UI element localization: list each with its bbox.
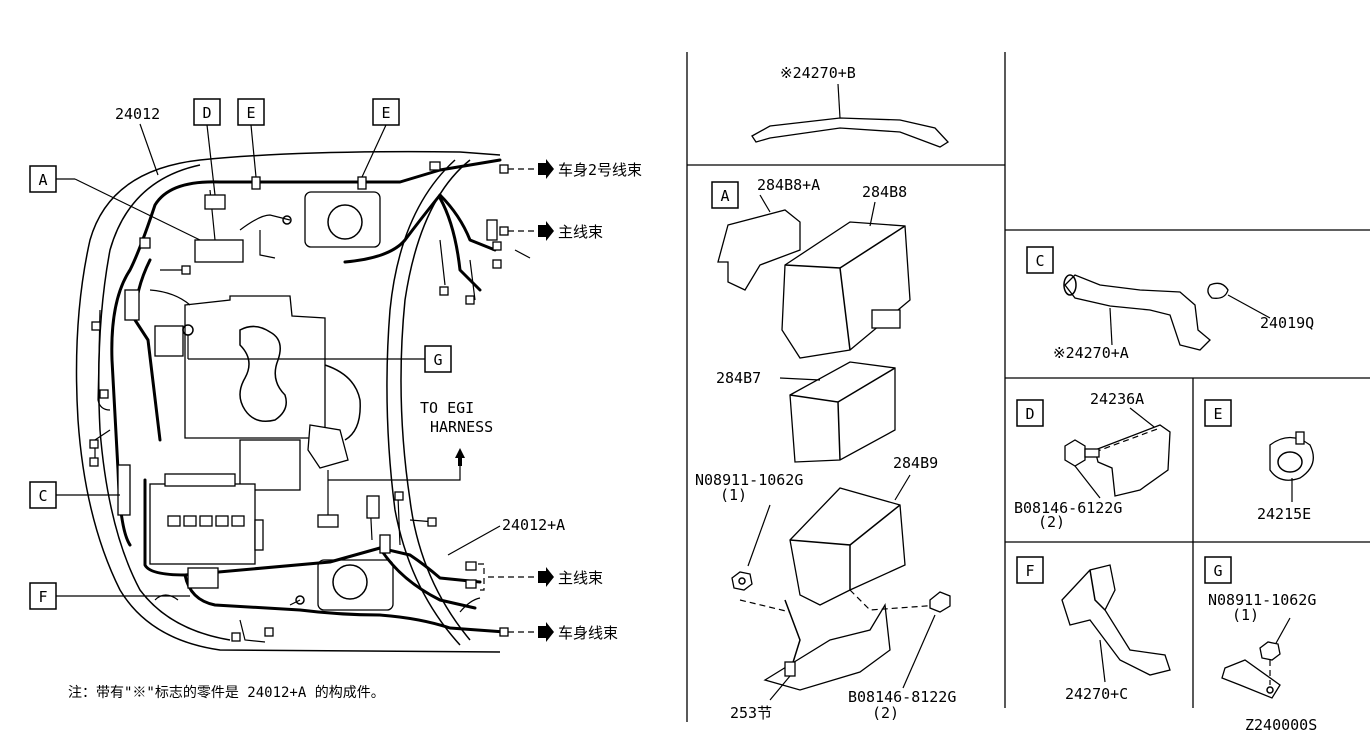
part-qty-nut-g: (1) bbox=[1232, 606, 1259, 624]
callout-c: C bbox=[29, 481, 120, 509]
part-label-24270-b: ※24270+B bbox=[780, 64, 856, 82]
svg-text:C: C bbox=[1035, 252, 1044, 270]
to-egi-harness-label: HARNESS bbox=[430, 418, 493, 436]
part-qty-bolt: (2) bbox=[872, 704, 899, 722]
part-label-bolt-08146-6122g: B08146-6122G bbox=[1014, 499, 1122, 517]
part-label-bolt-08146-8122g: B08146-8122G bbox=[848, 688, 956, 706]
callout-e-2: E bbox=[361, 98, 400, 178]
part-label-284b8-a: 284B8+A bbox=[757, 176, 820, 194]
part-qty-nut: (1) bbox=[720, 486, 747, 504]
connection-main-harness-top: 主线束 bbox=[499, 221, 603, 241]
arrow-right-icon bbox=[538, 159, 554, 179]
callout-f: F bbox=[29, 582, 190, 610]
connection-body-harness-2: 车身2号线束 bbox=[499, 159, 642, 179]
svg-text:A: A bbox=[38, 171, 47, 189]
svg-text:车身2号线束: 车身2号线束 bbox=[558, 161, 642, 179]
svg-text:D: D bbox=[202, 104, 211, 122]
part-qty-bolt-d: (2) bbox=[1038, 513, 1065, 531]
part-label-24019q: 24019Q bbox=[1260, 314, 1314, 332]
svg-text:车身线束: 车身线束 bbox=[558, 624, 618, 642]
panel-a-fusebox: A 284B8+A 284B8 284B7 284B9 N08911-1062G bbox=[695, 176, 956, 722]
svg-text:E: E bbox=[246, 104, 255, 122]
callout-d: D bbox=[193, 98, 221, 196]
arrow-right-icon bbox=[538, 567, 554, 587]
connector-stubs bbox=[89, 161, 502, 642]
svg-text:G: G bbox=[433, 351, 442, 369]
arrow-right-icon bbox=[538, 221, 554, 241]
part-label-284b8: 284B8 bbox=[862, 183, 907, 201]
panel-e-clip: E 24215E bbox=[1204, 399, 1314, 523]
svg-text:A: A bbox=[720, 187, 729, 205]
svg-text:F: F bbox=[1025, 562, 1034, 580]
part-label-253: 253节 bbox=[730, 704, 772, 722]
battery-cells bbox=[167, 515, 245, 527]
callout-g: G bbox=[187, 335, 452, 373]
svg-text:E: E bbox=[381, 104, 390, 122]
svg-text:主线束: 主线束 bbox=[558, 223, 603, 241]
part-label-284b9: 284B9 bbox=[893, 454, 938, 472]
to-egi-label: TO EGI bbox=[420, 399, 474, 417]
part-label-24012: 24012 bbox=[115, 105, 160, 123]
part-label-24270-c: 24270+C bbox=[1065, 685, 1128, 703]
svg-text:F: F bbox=[38, 588, 47, 606]
part-label-24012-a: 24012+A bbox=[502, 516, 565, 534]
diagram-id: Z240000S bbox=[1245, 716, 1317, 734]
callout-a: A bbox=[29, 165, 201, 241]
part-label-24236a: 24236A bbox=[1090, 390, 1144, 408]
part-label-nut-08911: N08911-1062G bbox=[695, 471, 803, 489]
engine-bay-drawing bbox=[75, 150, 531, 653]
svg-text:D: D bbox=[1025, 405, 1034, 423]
callout-e-1: E bbox=[237, 98, 265, 178]
part-label-284b7: 284B7 bbox=[716, 369, 761, 387]
footnote: 注：带有"※"标志的零件是 24012+A 的构成件。 bbox=[68, 685, 385, 701]
svg-text:E: E bbox=[1213, 405, 1222, 423]
panel-g-nut: G N08911-1062G (1) bbox=[1204, 556, 1316, 699]
arrow-right-icon bbox=[538, 622, 554, 642]
svg-text:主线束: 主线束 bbox=[558, 569, 603, 587]
panel-c-protector: C 24019Q ※24270+A bbox=[1026, 246, 1314, 362]
part-label-nut-08911-g: N08911-1062G bbox=[1208, 591, 1316, 609]
svg-text:C: C bbox=[38, 487, 47, 505]
panel-f-protector: F 24270+C bbox=[1016, 556, 1171, 703]
panel-top-protector: ※24270+B bbox=[751, 64, 950, 148]
panel-grid bbox=[686, 52, 1370, 722]
connection-main-harness-bottom: 主线束 bbox=[478, 563, 603, 591]
connection-body-harness: 车身线束 bbox=[499, 622, 618, 642]
part-label-24215e: 24215E bbox=[1257, 505, 1311, 523]
svg-text:G: G bbox=[1213, 562, 1222, 580]
part-label-24270-a: ※24270+A bbox=[1053, 344, 1129, 362]
arrow-up-icon bbox=[455, 448, 465, 466]
panel-d-bracket: D 24236A B08146-6122G (2) bbox=[1014, 390, 1171, 531]
